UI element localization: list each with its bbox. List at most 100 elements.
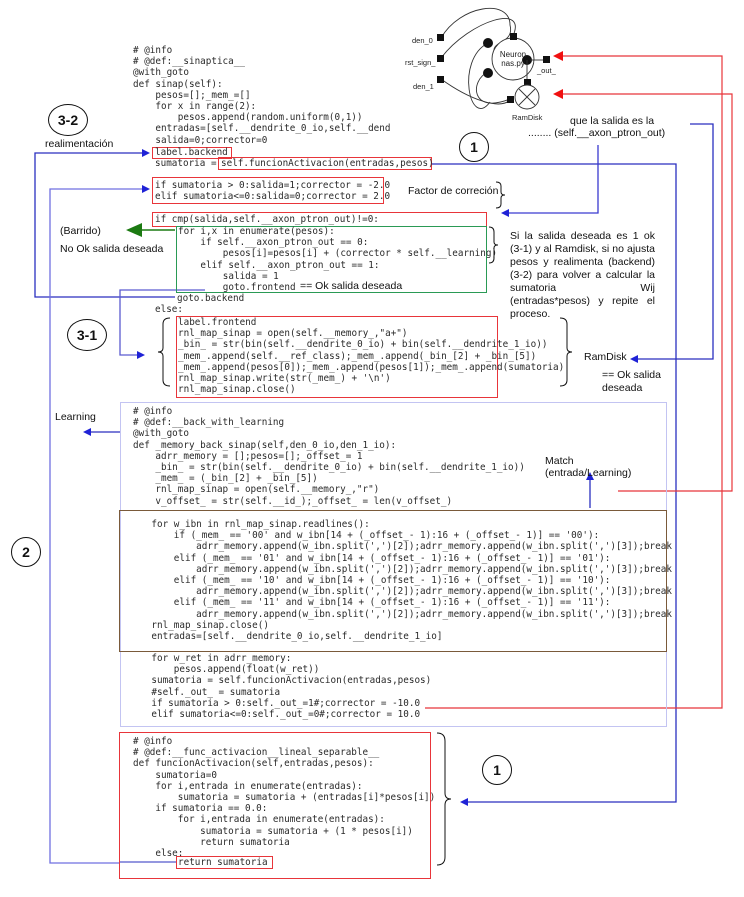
code-line: # @def:__back_with_learning — [133, 417, 285, 429]
den1-port — [437, 76, 444, 83]
code-line: if sumatoria > 0:self._out_=1#;corrector… — [129, 697, 421, 709]
learning-loop-line — [49, 297, 120, 864]
code-line: rnl_map_sinap.close() — [129, 619, 269, 631]
neuron-label-line: nas.py — [501, 59, 525, 68]
diagram-input-label: den_1 — [413, 82, 434, 91]
code-line: adrr_memory.append(w_ibn.split(',')[2]);… — [129, 563, 672, 575]
code-line: pesos.append(float(w_ret)) — [129, 664, 320, 676]
learning-header-code: # @info # @def:__back_with_learning @wit… — [133, 406, 525, 507]
label-backend-line: label.backend — [155, 147, 228, 158]
activation-code: # @info # @def:__func_activacion__lineal… — [133, 736, 435, 859]
ramdisk-ok-line1: == Ok salida — [602, 369, 661, 381]
code-line: _mem_ = (_bin_[2] + _bin_[5]) — [133, 473, 318, 485]
sumatoria-call-box — [218, 157, 432, 170]
code-line: adrr_memory.append(w_ibn.split(',')[2]);… — [129, 586, 672, 598]
goto-backend-line: goto.backend — [177, 293, 245, 304]
no-ok-label: No Ok salida deseada — [60, 243, 164, 255]
diagram-input-label: den_0 — [412, 36, 433, 45]
code-line: if (_mem_ == '00' and w_ibn[14 + (_offse… — [129, 530, 600, 542]
code-line: if self.__axon_ptron_out == 0: — [178, 237, 369, 249]
code-line: salida = 1 — [178, 270, 279, 282]
code-line: sumatoria = sumatoria + (1 * pesos[i]) — [133, 825, 413, 837]
ramdisk-line — [630, 123, 714, 363]
sumatoria-prefix: sumatoria = — [155, 158, 223, 169]
sinap-code-header: # @info # @def:__sinaptica__ @with_goto … — [133, 45, 390, 146]
code-line: # @info — [133, 45, 173, 56]
out-port — [543, 56, 550, 63]
weight-adjust-box — [176, 226, 487, 293]
code-line: entradas=[self.__dendrite_0_io,self.__de… — [129, 631, 443, 643]
weight-adjust-code: for i,x in enumerate(pesos): if self.__a… — [178, 226, 497, 293]
factor-label: Factor de correción — [408, 185, 499, 197]
code-line: _mem_.append(pesos[0]);_mem_.append(peso… — [178, 361, 565, 373]
code-line: elif self.__axon_ptron_out == 1: — [178, 259, 380, 271]
desired-output-line — [501, 145, 599, 217]
ok-inline-label: == Ok salida deseada — [300, 280, 403, 292]
frontend-jump-line — [119, 289, 205, 359]
code-line: v_offset_ = str(self.__id_);_offset_ = l… — [133, 495, 453, 507]
code-line: for i,entrada in enumerate(entradas): — [133, 814, 385, 826]
code-line: for w_ibn in rnl_map_sinap.readlines(): — [129, 519, 370, 530]
code-line: @with_goto — [133, 428, 189, 440]
code-line: sumatoria = sumatoria + (entradas[i]*pes… — [133, 792, 436, 804]
match-label-line1: Match — [545, 455, 574, 467]
code-line: for i,entrada in enumerate(entradas): — [133, 780, 363, 792]
learning-label: Learning — [55, 411, 96, 423]
frontend-brace — [157, 317, 171, 387]
barrido-label: (Barrido) — [60, 225, 101, 237]
ramdisk-node-label: RamDisk — [512, 113, 543, 122]
code-line: adrr_memory.append(w_ibn.split(',')[2]);… — [129, 541, 672, 553]
code-line: elif sumatoria<=0:salida=0;corrector = 2… — [155, 191, 391, 203]
code-line: _bin_ = str(bin(self.__dendrite_0_io) + … — [178, 339, 548, 351]
code-line: label.frontend — [178, 317, 257, 328]
activation-box — [119, 732, 431, 879]
realimentacion-label: realimentación — [45, 138, 114, 150]
code-line: elif sumatoria<=0:self._out_=0#;correcto… — [129, 709, 421, 721]
code-line: _bin_ = str(bin(self.__dendrite_0_io) + … — [133, 462, 525, 474]
code-line: @with_goto — [133, 67, 189, 79]
step-3-2-badge: 3-2 — [48, 104, 88, 136]
code-line: for x in range(2): — [133, 101, 257, 113]
code-line: else: — [133, 848, 184, 860]
code-line: elif (_mem_ == '01' and w_ibn[14 + (_off… — [129, 552, 611, 564]
corrector-loop-line — [49, 185, 150, 297]
activation-call-line — [432, 163, 677, 806]
code-line: pesos=[];_mem_=[] — [133, 89, 251, 101]
code-line: if sumatoria > 0:salida=1;corrector = -2… — [155, 180, 391, 191]
code-line: rnl_map_sinap.write(str(_mem_) + '\n') — [178, 373, 391, 385]
ramdisk-brace — [559, 317, 573, 387]
diagram-input-label: rst_sign_ — [405, 58, 436, 67]
code-line: def sinap(self): — [133, 78, 223, 90]
factor-brace — [495, 181, 506, 209]
cmp-line: if cmp(salida,self.__axon_ptron_out)!=0: — [155, 214, 379, 225]
code-line: #self._out_ = sumatoria — [129, 686, 281, 698]
code-line: return sumatoria — [133, 836, 290, 848]
feedback-loop-line — [34, 149, 175, 298]
code-line: if sumatoria == 0.0: — [133, 803, 268, 815]
out-red-line — [425, 51, 723, 709]
code-line: salida=0;corrector=0 — [133, 134, 268, 146]
rst-sign-port — [437, 55, 444, 62]
step-1-badge-top: 1 — [459, 132, 489, 162]
label-backend-box — [152, 147, 232, 159]
code-line: pesos.append(random.uniform(0,1)) — [133, 112, 363, 124]
code-line: rnl_map_sinap = open(self.__memory_,"r") — [133, 484, 380, 496]
ramdisk-red-line — [553, 89, 733, 492]
code-line: rnl_map_sinap.close() — [178, 384, 296, 396]
code-line: adrr_memory.append(w_ibn.split(',')[2]);… — [129, 608, 672, 620]
step-2-badge: 2 — [11, 537, 41, 567]
ramdisk-ok-line2: deseada — [602, 382, 643, 394]
else-line: else: — [155, 304, 183, 315]
frontend-code: label.frontend rnl_map_sinap = open(self… — [178, 317, 564, 395]
activation-brace — [436, 732, 452, 866]
code-line: elif (_mem_ == '11' and w_ibn[14 + (_off… — [129, 597, 611, 609]
desired-output-line2: ........ (self.__axon_ptron_out) — [528, 127, 666, 139]
code-line: _mem_.append(self.__ref_class);_mem_.app… — [178, 350, 537, 362]
match-box — [119, 510, 667, 652]
sumatoria-call: self.funcionActivacion(entradas,pesos) — [221, 158, 434, 169]
learning-tail-code: for w_ret in adrr_memory: pesos.append(f… — [129, 653, 431, 720]
neuron-label: Neuron nas.py — [495, 50, 531, 68]
den0-port — [437, 34, 444, 41]
code-line: for w_ret in adrr_memory: — [129, 653, 292, 664]
code-line: # @def:__func_activacion__lineal_separab… — [133, 747, 380, 759]
